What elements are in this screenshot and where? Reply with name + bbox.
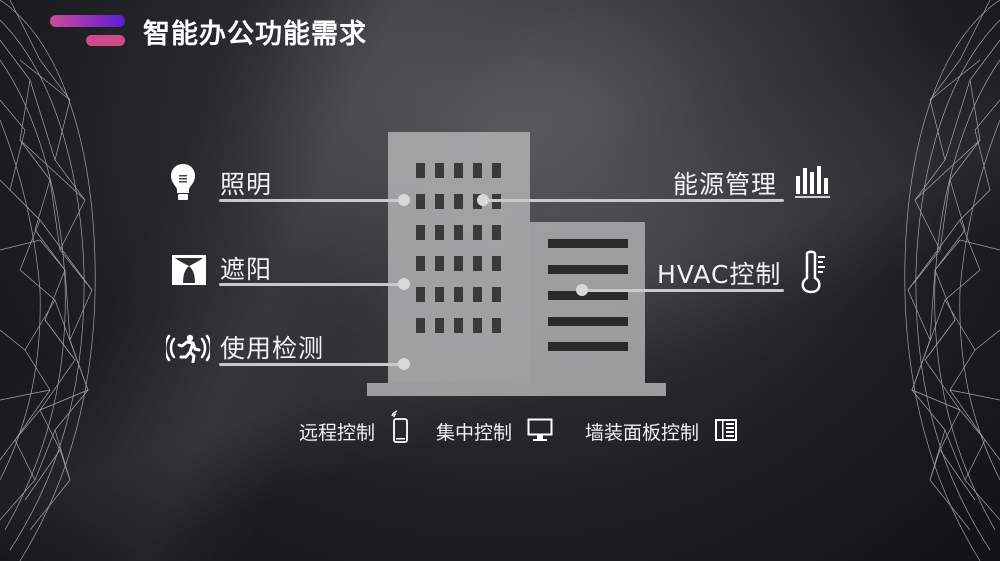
bar-chart-icon <box>795 166 830 198</box>
mobile-phone-icon <box>391 410 408 443</box>
control-method-wall-panel: 墙装面板控制 <box>585 422 700 444</box>
motion-sensor-icon <box>166 334 210 363</box>
desktop-monitor-icon <box>527 418 553 441</box>
feature-label-shading: 遮阳 <box>220 255 273 284</box>
feature-label-usage-detection: 使用检测 <box>220 334 325 363</box>
leader-line-hvac-control <box>581 289 784 292</box>
feature-label-hvac-control: HVAC控制 <box>657 260 782 289</box>
leader-dot-usage-detection <box>398 358 410 370</box>
leader-line-usage-detection <box>219 363 405 366</box>
leader-dot-lighting <box>398 194 410 206</box>
control-method-centralized: 集中控制 <box>436 422 513 444</box>
feature-label-energy-management: 能源管理 <box>673 170 778 199</box>
curtain-icon <box>172 255 206 285</box>
wireframe-globe-left <box>0 0 96 561</box>
wing-windows <box>548 239 628 351</box>
tower-windows <box>416 163 501 333</box>
leader-dot-hvac-control <box>576 284 588 296</box>
leader-line-lighting <box>219 199 405 202</box>
feature-label-lighting: 照明 <box>220 170 273 199</box>
wireframe-globe-right <box>904 0 1000 561</box>
title-accent-bar-bottom <box>86 35 125 46</box>
leader-line-energy-management <box>482 199 784 202</box>
lightbulb-icon <box>171 164 195 200</box>
leader-dot-shading <box>398 278 410 290</box>
leader-dot-energy-management <box>477 194 489 206</box>
title-accent-bar-top <box>50 15 125 27</box>
wall-panel-icon <box>715 419 737 441</box>
thermometer-icon <box>801 250 825 294</box>
leader-line-shading <box>219 283 405 286</box>
control-method-remote: 远程控制 <box>299 422 376 444</box>
page-title: 智能办公功能需求 <box>143 19 367 50</box>
